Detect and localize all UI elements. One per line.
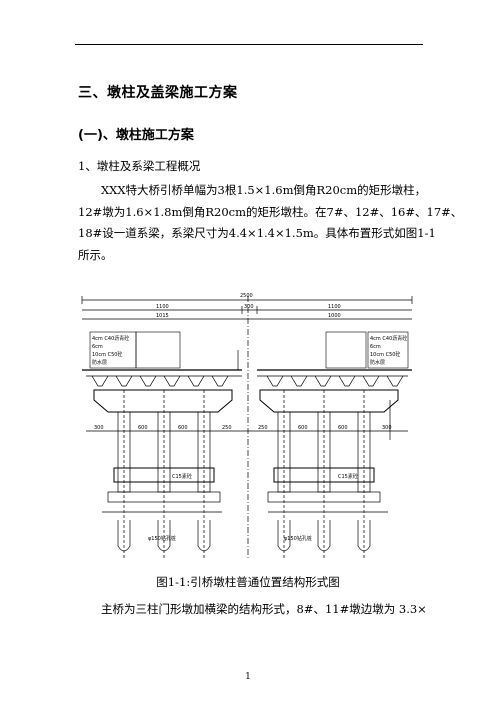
figure-caption: 图1-1:引桥墩柱普通位置结构形式图 — [156, 575, 340, 589]
dim-half-left: 1100 — [156, 304, 169, 310]
pier-spacing: 300 — [94, 425, 104, 431]
tie-beam-label-left: C15素砼 — [172, 473, 192, 480]
paragraph-2: 主桥为三柱门形墩加横梁的结构形式，8#、11#墩边墩为 3.3× — [101, 602, 427, 616]
pile-label-left: φ150钻孔桩 — [148, 535, 176, 542]
pier-spacing: 250 — [222, 425, 232, 431]
pier-spacing: 600 — [178, 425, 188, 431]
paragraph-1-line: 12#墩为1.6×1.8m倒角R20cm的矩形墩柱。在7#、12#、16#、17… — [78, 204, 463, 219]
section-title: 三、墩柱及盖梁施工方案 — [78, 85, 238, 101]
layer-label: 10cm C50砼 — [370, 351, 400, 358]
subsection-title: (一)、墩柱施工方案 — [78, 128, 194, 143]
pier-spacing: 600 — [298, 425, 308, 431]
pier-spacing: 250 — [258, 425, 268, 431]
pier-spacing: 300 — [382, 425, 392, 431]
item-title: 1、墩柱及系梁工程概况 — [78, 159, 201, 173]
paragraph-1-line: 18#设一道系梁，系梁尺寸为4.4×1.4×1.5m。具体布置形式如图1-1 — [78, 226, 436, 240]
dim-half-right: 1100 — [328, 304, 341, 310]
tie-beam-label-right: C15素砼 — [338, 473, 358, 480]
dim-total: 2500 — [240, 293, 253, 299]
layer-label: 4cm C40沥青砼 — [370, 335, 407, 342]
layer-label: 防水层 — [92, 359, 107, 366]
dim-right-sub: 1000 — [328, 313, 341, 319]
paragraph-1-line: XXX特大桥引桥单幅为3根1.5×1.6m倒角R20cm的矩形墩柱， — [101, 183, 427, 197]
paragraph-1: XXX特大桥引桥单幅为3根1.5×1.6m倒角R20cm的矩形墩柱， 12#墩为… — [78, 180, 463, 266]
paragraph-1-line: 所示。 — [78, 247, 113, 262]
layer-label: 10cm C50砼 — [92, 351, 122, 358]
dim-left-sub: 1015 — [156, 313, 169, 319]
layer-label: 防水层 — [370, 359, 385, 366]
pier-structure-drawing: 2500 1100 1100 300 1015 1000 4cm C40沥青砼 … — [81, 293, 413, 560]
header-rule — [75, 44, 423, 45]
pier-spacing: 600 — [338, 425, 348, 431]
dim-mid: 300 — [244, 304, 254, 310]
page-number: 1 — [245, 672, 251, 682]
pile-label-right: φ150钻孔桩 — [284, 535, 312, 542]
pier-spacing: 600 — [138, 425, 148, 431]
layer-label: 6cm — [370, 344, 381, 350]
layer-label: 6cm — [92, 344, 103, 350]
layer-label: 4cm C40沥青砼 — [92, 335, 129, 342]
